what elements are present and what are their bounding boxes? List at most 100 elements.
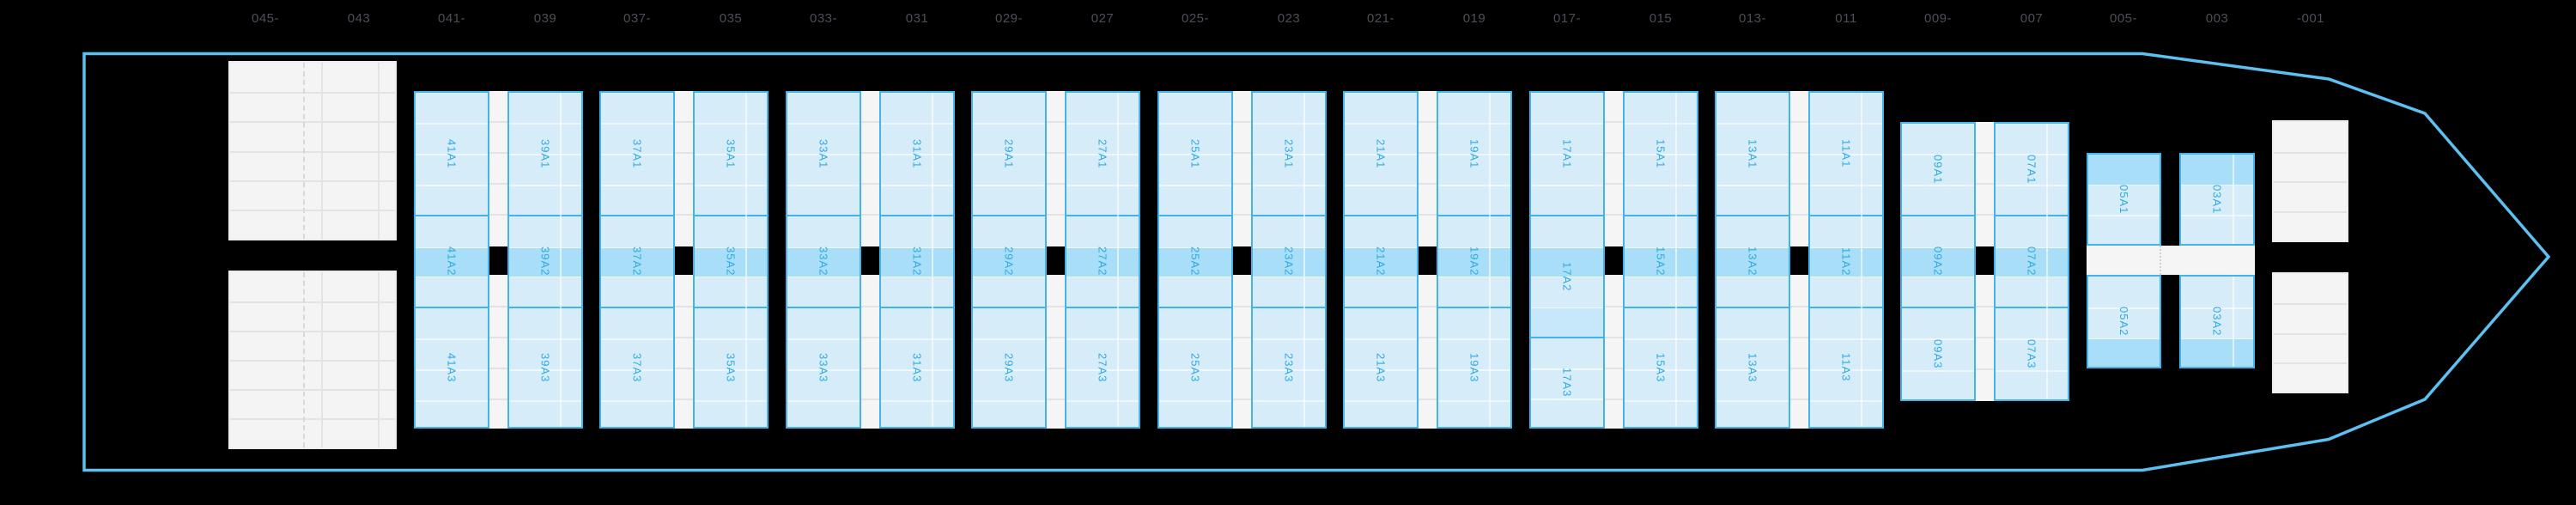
bay-cell-13A2[interactable]: 13A2 [1715, 215, 1790, 308]
bay-cell-label-39A2: 39A2 [538, 246, 552, 277]
cell-row-line [1438, 368, 1510, 371]
structure-row-line [230, 121, 395, 124]
bay-cell-19A1[interactable]: 19A1 [1437, 91, 1512, 216]
bay-cell-33A2[interactable]: 33A2 [786, 215, 861, 308]
bay-cell-25A3[interactable]: 25A3 [1157, 307, 1233, 429]
bay-cell-07A2[interactable]: 07A2 [1994, 215, 2069, 308]
cell-row-line [1438, 185, 1510, 186]
cell-row-line [787, 123, 860, 125]
strip-row-line [675, 367, 693, 369]
bay-cell-15A3[interactable]: 15A3 [1623, 307, 1698, 429]
bay-cell-29A3[interactable]: 29A3 [971, 307, 1047, 429]
bay-cell-05A1[interactable]: 05A1 [2087, 153, 2161, 246]
bay-cell-25A1[interactable]: 25A1 [1157, 91, 1233, 216]
strip-row-line [1419, 367, 1437, 369]
cell-row-line [1716, 123, 1789, 125]
bay-cell-37A1[interactable]: 37A1 [599, 91, 675, 216]
center-strip-segment [675, 275, 693, 429]
bay-cell-21A3[interactable]: 21A3 [1343, 307, 1419, 429]
cell-row-line [973, 338, 1045, 340]
bay-cell-27A3[interactable]: 27A3 [1065, 307, 1140, 429]
bay-cell-07A3[interactable]: 07A3 [1994, 307, 2069, 401]
cell-sub-column-line [2233, 155, 2234, 244]
structure-row-line [2274, 362, 2347, 364]
strip-row-line [675, 183, 693, 185]
strip-row-line [1976, 337, 1994, 338]
bay-cell-27A2[interactable]: 27A2 [1065, 215, 1140, 308]
highlight-row [1066, 248, 1139, 277]
bay-cell-15A1[interactable]: 15A1 [1623, 91, 1698, 216]
cell-sub-column-line [1117, 93, 1119, 427]
bay-cell-23A3[interactable]: 23A3 [1251, 307, 1327, 429]
cell-row-line [2181, 307, 2253, 309]
cell-row-line [881, 185, 953, 186]
bay-cell-label-23A3: 23A3 [1282, 352, 1296, 383]
structure-row-line [230, 418, 395, 420]
bay-cell-39A3[interactable]: 39A3 [507, 307, 583, 429]
cell-row-line [695, 368, 767, 371]
cell-row-line [1253, 154, 1325, 155]
bay-cell-19A3[interactable]: 19A3 [1437, 307, 1512, 429]
bay-cell-05A2[interactable]: 05A2 [2087, 275, 2161, 368]
bay-cell-label-37A2: 37A2 [630, 246, 644, 277]
bay-cell-21A2[interactable]: 21A2 [1343, 215, 1419, 308]
bay-number-039: 039 [533, 11, 557, 26]
cell-row-line [416, 185, 488, 186]
bay-cell-label-03A2: 03A2 [2210, 307, 2224, 337]
bay-cell-35A3[interactable]: 35A3 [693, 307, 769, 429]
cell-sub-column-line [560, 93, 562, 427]
cell-row-line [1996, 370, 2068, 372]
bay-cell-15A2[interactable]: 15A2 [1623, 215, 1698, 308]
structure-column-line [303, 63, 305, 239]
cell-row-line [973, 185, 1045, 186]
bay-cell-33A1[interactable]: 33A1 [786, 91, 861, 216]
bay-cell-19A2[interactable]: 19A2 [1437, 215, 1512, 308]
bay-cell-13A1[interactable]: 13A1 [1715, 91, 1790, 216]
bay-cell-27A1[interactable]: 27A1 [1065, 91, 1140, 216]
bay-cell-29A2[interactable]: 29A2 [971, 215, 1047, 308]
bay-cell-31A1[interactable]: 31A1 [879, 91, 955, 216]
bay-cell-29A1[interactable]: 29A1 [971, 91, 1047, 216]
bay-cell-39A1[interactable]: 39A1 [507, 91, 583, 216]
bay-cell-17A3[interactable]: 17A3 [1529, 337, 1605, 429]
bay-cell-31A3[interactable]: 31A3 [879, 307, 955, 429]
bay-cell-37A3[interactable]: 37A3 [599, 307, 675, 429]
bay-cell-37A2[interactable]: 37A2 [599, 215, 675, 308]
highlight-row [973, 248, 1045, 277]
bay-number-027: 027 [1091, 11, 1115, 26]
bay-cell-03A1[interactable]: 03A1 [2179, 153, 2255, 246]
bay-cell-label-13A1: 13A1 [1746, 138, 1759, 169]
bay-cell-11A2[interactable]: 11A2 [1808, 215, 1884, 308]
bay-cell-09A1[interactable]: 09A1 [1900, 122, 1976, 216]
bay-cell-23A1[interactable]: 23A1 [1251, 91, 1327, 216]
bay-cell-07A1[interactable]: 07A1 [1994, 122, 2069, 216]
bay-cell-03A2[interactable]: 03A2 [2179, 275, 2255, 368]
bay-cell-41A2[interactable]: 41A2 [414, 215, 489, 308]
strip-row-line [489, 336, 507, 338]
bay-cell-39A2[interactable]: 39A2 [507, 215, 583, 308]
bay-cell-11A1[interactable]: 11A1 [1808, 91, 1884, 216]
bay-cell-23A2[interactable]: 23A2 [1251, 215, 1327, 308]
cell-row-line [1810, 123, 1882, 125]
strip-row-line [489, 398, 507, 400]
bay-cell-13A3[interactable]: 13A3 [1715, 307, 1790, 429]
bay-cell-25A2[interactable]: 25A2 [1157, 215, 1233, 308]
bay-cell-33A3[interactable]: 33A3 [786, 307, 861, 429]
cell-sub-column-line [2233, 277, 2234, 367]
bay-cell-label-41A1: 41A1 [445, 138, 459, 169]
bay-cell-35A1[interactable]: 35A1 [693, 91, 769, 216]
bay-cell-41A3[interactable]: 41A3 [414, 307, 489, 429]
bay-cell-31A2[interactable]: 31A2 [879, 215, 955, 308]
bay-cell-09A3[interactable]: 09A3 [1900, 307, 1976, 401]
bay-cell-17A1[interactable]: 17A1 [1529, 91, 1605, 216]
bay-cell-11A3[interactable]: 11A3 [1808, 307, 1884, 429]
bay-cell-41A1[interactable]: 41A1 [414, 91, 489, 216]
bay-cell-21A1[interactable]: 21A1 [1343, 91, 1419, 216]
cell-row-line [1066, 338, 1139, 340]
bay-cell-17A2[interactable]: 17A2 [1529, 215, 1605, 338]
strip-row-line [1233, 121, 1251, 123]
bay-cell-09A2[interactable]: 09A2 [1900, 215, 1976, 308]
cell-row-line [787, 338, 860, 340]
bay-cell-35A2[interactable]: 35A2 [693, 215, 769, 308]
cell-row-line [1625, 185, 1697, 186]
